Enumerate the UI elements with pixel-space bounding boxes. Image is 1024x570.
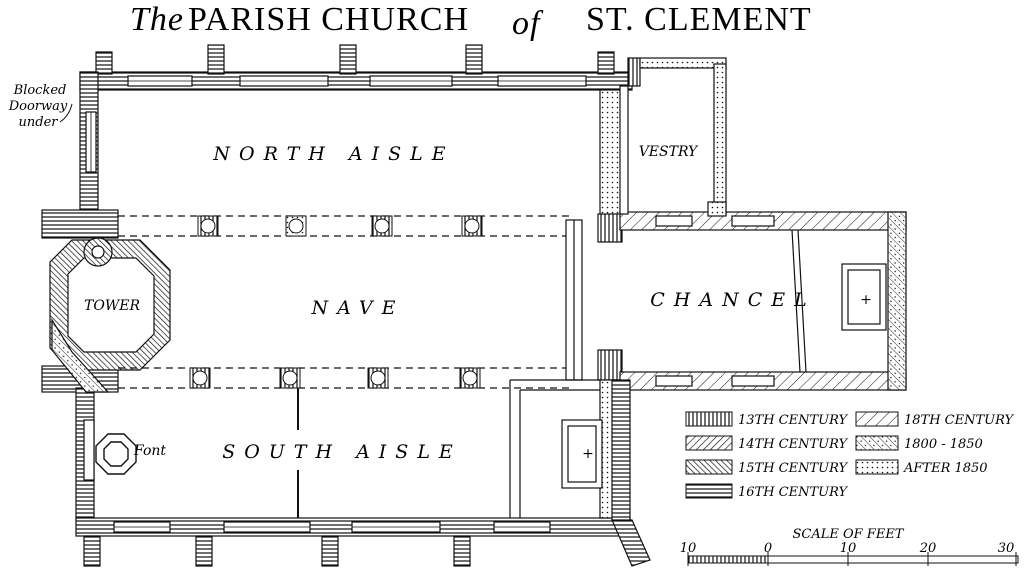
- scale-tick-1: 0: [764, 541, 772, 556]
- font-basin: [95, 433, 137, 475]
- north-aisle-label: NORTH AISLE: [212, 143, 454, 165]
- chancel-walls: [619, 211, 907, 391]
- legend-swatch-16th: [685, 483, 733, 499]
- vestry-label: VESTRY: [639, 144, 699, 160]
- legend-label-15th: 15TH CENTURY: [738, 461, 849, 476]
- tower-label: TOWER: [84, 298, 140, 314]
- north-wall: [79, 44, 633, 91]
- title-prefix: The: [130, 1, 184, 38]
- title-name: ST. CLEMENT: [586, 1, 812, 38]
- legend-label-18th: 18TH CENTURY: [904, 413, 1015, 428]
- north-arcade: [118, 215, 574, 237]
- scale-title: SCALE OF FEET: [793, 527, 905, 542]
- blocked-doorway-note: Blocked Doorway under: [8, 83, 73, 130]
- nave-label: NAVE: [311, 297, 405, 319]
- scale-tick-4: 30: [998, 541, 1015, 556]
- legend: [685, 411, 899, 499]
- legend-swatch-after1850: [855, 459, 899, 475]
- legend-labels: 13TH CENTURY 14TH CENTURY 15TH CENTURY 1…: [738, 413, 1015, 500]
- legend-swatch-14th: [685, 435, 733, 451]
- legend-label-1800: 1800 - 1850: [904, 437, 983, 452]
- legend-label-after1850: AFTER 1850: [903, 461, 988, 476]
- font-label: Font: [133, 443, 166, 459]
- south-chapel: [509, 379, 631, 521]
- south-aisle-label: SOUTH AISLE: [222, 441, 462, 463]
- tower: [49, 237, 171, 393]
- legend-swatch-18th: [855, 411, 899, 427]
- chapel-altar-cross: +: [582, 446, 594, 462]
- title: The PARISH CHURCH of ST. CLEMENT: [130, 1, 812, 42]
- svg-text:under: under: [19, 115, 59, 130]
- scale-tick-2: 10: [840, 541, 857, 556]
- south-wall: [75, 517, 651, 567]
- svg-text:Doorway: Doorway: [8, 99, 68, 114]
- legend-swatch-15th: [685, 459, 733, 475]
- title-main: PARISH CHURCH: [188, 1, 469, 38]
- legend-swatch-13th: [685, 411, 733, 427]
- west-wall: [41, 71, 119, 521]
- legend-label-16th: 16TH CENTURY: [738, 485, 849, 500]
- svg-text:Blocked: Blocked: [13, 83, 67, 98]
- legend-label-14th: 14TH CENTURY: [738, 437, 849, 452]
- scale-tick-3: 20: [919, 541, 937, 556]
- scale-tick-0: 10: [680, 541, 697, 556]
- chancel-altar-cross: +: [860, 292, 872, 308]
- chancel-label: CHANCEL: [650, 289, 815, 311]
- legend-label-13th: 13TH CENTURY: [738, 413, 849, 428]
- legend-swatch-1800: [855, 435, 899, 451]
- south-arcade: [118, 367, 574, 518]
- scale-bar: [687, 552, 1019, 566]
- vestry-walls: [619, 57, 727, 217]
- title-of: of: [512, 5, 544, 42]
